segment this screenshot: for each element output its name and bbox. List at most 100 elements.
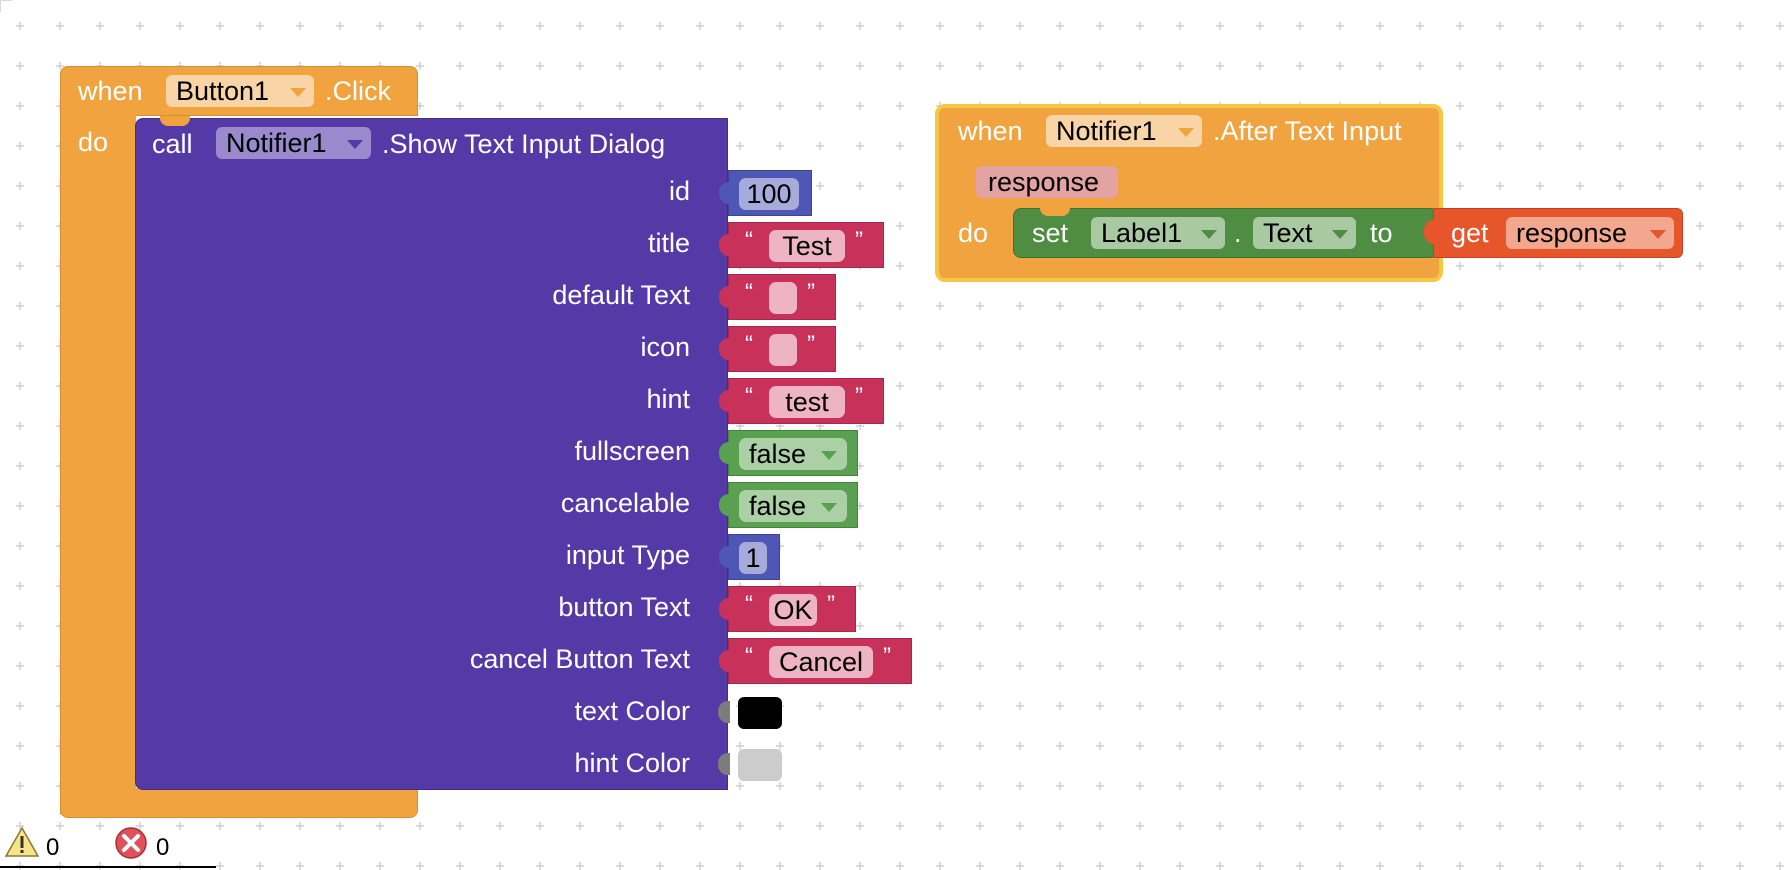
boolean-block[interactable]: false: [719, 482, 858, 528]
block-notch: [1040, 208, 1070, 216]
variable-dropdown-label: response: [1516, 218, 1628, 248]
parameter-response[interactable]: response: [976, 166, 1118, 198]
component-dropdown-label: Label1: [1101, 218, 1183, 248]
text-field[interactable]: [769, 282, 797, 314]
socket-nub: [718, 701, 730, 723]
socket-nub: [719, 390, 731, 412]
param-label: default Text: [552, 280, 690, 310]
close-quote: ”: [807, 279, 815, 306]
component-dropdown-label: Notifier1: [226, 128, 327, 158]
chevron-down-icon: [1201, 230, 1217, 239]
chevron-down-icon: [1178, 128, 1194, 137]
call-keyword: call: [152, 129, 193, 159]
param-label: title: [647, 228, 690, 258]
variable-dropdown-response[interactable]: response: [1506, 217, 1674, 249]
method-name: .Show Text Input Dialog: [382, 129, 666, 159]
to-keyword: to: [1370, 218, 1393, 248]
param-label: cancel Button Text: [469, 644, 690, 674]
property-dropdown-text[interactable]: Text: [1253, 217, 1356, 249]
get-keyword: get: [1451, 218, 1489, 248]
close-quote: ”: [855, 227, 863, 254]
when-keyword: when: [78, 76, 143, 106]
socket-nub: [719, 650, 731, 672]
warning-indicator[interactable]: 0: [4, 826, 74, 862]
color-block[interactable]: [718, 690, 794, 736]
open-quote: “: [745, 643, 753, 670]
socket-nub: [719, 234, 731, 256]
warning-icon: [4, 826, 40, 857]
when-keyword: when: [958, 116, 1023, 146]
boolean-block[interactable]: false: [719, 430, 858, 476]
number-block[interactable]: 100: [719, 170, 812, 216]
socket-nub: [718, 753, 730, 775]
text-block[interactable]: “OK”: [719, 586, 856, 632]
param-label: input Type: [565, 540, 690, 570]
boolean-dropdown[interactable]: false: [739, 490, 847, 522]
text-field[interactable]: Test: [769, 230, 845, 262]
do-keyword: do: [78, 127, 109, 157]
color-swatch[interactable]: [738, 749, 782, 781]
text-field[interactable]: test: [769, 386, 845, 418]
param-label: hint: [646, 384, 690, 414]
param-label: button Text: [558, 592, 690, 622]
property-dropdown-label: Text: [1263, 218, 1313, 248]
status-underline: [0, 866, 216, 868]
color-swatch[interactable]: [738, 697, 782, 729]
component-dropdown-button1[interactable]: Button1: [166, 75, 314, 107]
socket-nub: [719, 494, 731, 516]
open-quote: “: [745, 383, 753, 410]
socket-nub: [719, 442, 731, 464]
dot-separator: .: [1234, 218, 1242, 248]
param-label: fullscreen: [574, 436, 690, 466]
open-quote: “: [745, 331, 753, 358]
warning-count: 0: [46, 834, 60, 861]
number-field[interactable]: 1: [739, 542, 767, 574]
param-label: cancelable: [560, 488, 690, 518]
text-block[interactable]: “”: [719, 326, 836, 372]
do-keyword: do: [958, 218, 989, 248]
text-block[interactable]: “ Cancel ”: [719, 638, 912, 684]
chevron-down-icon: [821, 503, 837, 512]
close-quote: ”: [883, 643, 891, 670]
component-dropdown-notifier1[interactable]: Notifier1: [216, 127, 371, 159]
parameter-label: response: [988, 167, 1100, 197]
text-field[interactable]: [769, 334, 797, 366]
text-block[interactable]: “ test ”: [719, 378, 884, 424]
component-dropdown-label: Button1: [176, 76, 270, 106]
number-block[interactable]: 1: [719, 534, 780, 580]
event-name: .Click: [325, 76, 391, 106]
text-field[interactable]: OK: [769, 594, 817, 626]
number-field[interactable]: 100: [739, 178, 799, 210]
param-label: text Color: [574, 696, 690, 726]
color-block[interactable]: [718, 742, 794, 788]
component-dropdown-label1[interactable]: Label1: [1091, 217, 1225, 249]
block-notch: [160, 116, 190, 126]
close-quote: ”: [807, 331, 815, 358]
component-dropdown-notifier1-event[interactable]: Notifier1: [1046, 115, 1202, 147]
open-quote: “: [745, 591, 753, 618]
socket-nub: [719, 338, 731, 360]
event-name: .After Text Input: [1213, 116, 1402, 146]
socket-nub: [719, 286, 731, 308]
chevron-down-icon: [1650, 230, 1666, 239]
boolean-dropdown[interactable]: false: [739, 438, 847, 470]
socket-nub: [719, 546, 731, 568]
set-keyword: set: [1032, 218, 1069, 248]
close-quote: ”: [855, 383, 863, 410]
boolean-dropdown-label: false: [749, 439, 807, 469]
text-block[interactable]: “ Test ”: [719, 222, 884, 268]
chevron-down-icon: [347, 140, 363, 149]
error-icon: [115, 827, 147, 859]
text-block[interactable]: “”: [719, 274, 836, 320]
component-dropdown-label: Notifier1: [1056, 116, 1157, 146]
param-label: hint Color: [574, 748, 690, 778]
error-indicator[interactable]: 0: [114, 826, 184, 862]
open-quote: “: [745, 279, 753, 306]
param-label: id: [668, 176, 690, 206]
chevron-down-icon: [1332, 230, 1348, 239]
open-quote: “: [745, 227, 753, 254]
socket-nub: [719, 182, 731, 204]
error-count: 0: [156, 834, 170, 861]
text-field[interactable]: Cancel: [769, 646, 873, 678]
param-label: icon: [640, 332, 690, 362]
